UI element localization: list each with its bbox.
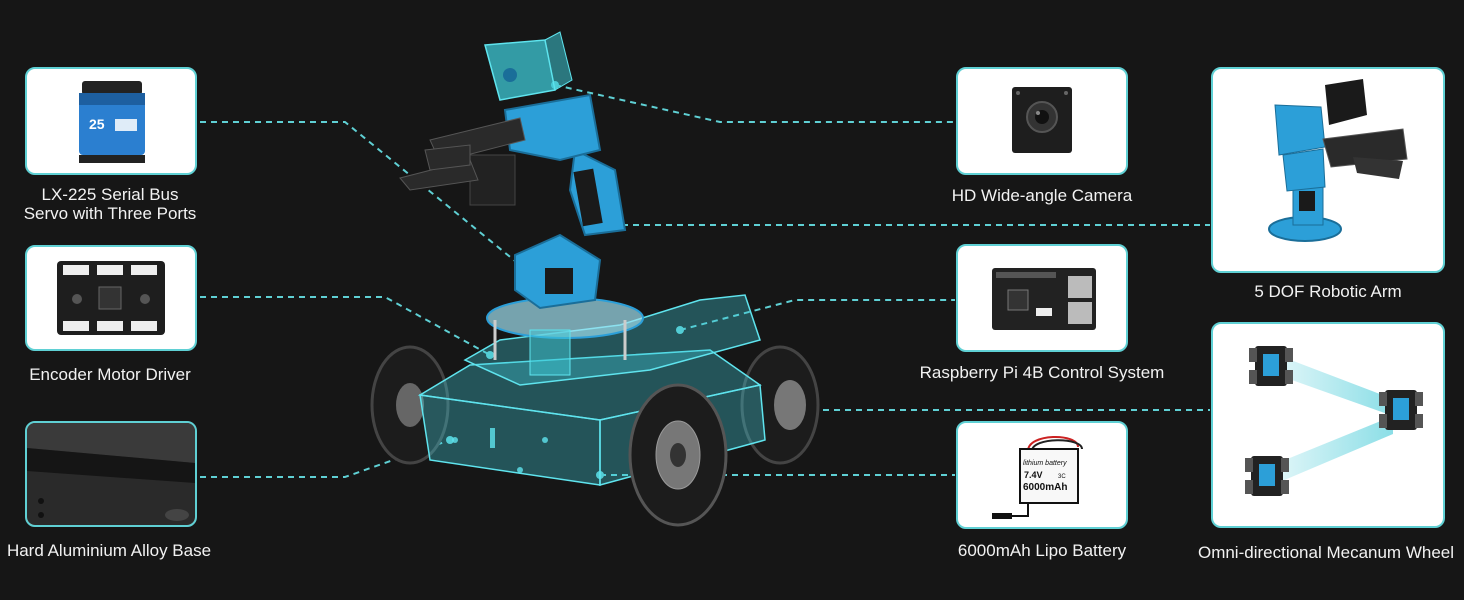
raspberry-pi-board-icon [992, 268, 1096, 330]
wheel-label: Omni-directional Mecanum Wheel [1197, 543, 1455, 562]
battery-text-voltage: 7.4V [1024, 470, 1043, 480]
connector-servo [200, 121, 521, 266]
arm-label: 5 DOF Robotic Arm [1254, 282, 1402, 301]
motor-driver-label: Encoder Motor Driver [29, 365, 191, 384]
servo-badge-text: 25 [89, 116, 105, 132]
battery-text-type: lithium battery [1023, 460, 1067, 467]
wheel-rear-right [740, 345, 820, 465]
chassis-slot [490, 428, 495, 448]
arm-camera-mount [484, 31, 573, 101]
connector-base [200, 439, 451, 478]
robotic-arm-icon [1268, 79, 1408, 242]
motor-driver-board-icon [57, 261, 165, 335]
battery-label: 6000mAh Lipo Battery [957, 541, 1127, 560]
connector-raspberry [679, 299, 955, 331]
battery-icon: lithium battery 7.4V 3C 6000mAh [992, 436, 1083, 519]
battery-text-rate: 3C [1058, 474, 1066, 480]
robotic-arm [399, 31, 627, 310]
gripper [399, 117, 526, 191]
servo-label: LX-225 Serial Bus Servo with Three Ports [23, 185, 197, 223]
connector-motor-driver [200, 296, 491, 356]
raspberry-label: Raspberry Pi 4B Control System [919, 363, 1165, 382]
connector-camera [554, 84, 955, 123]
raspberry-card [956, 244, 1128, 352]
mecanum-motion-icon [1245, 346, 1423, 496]
base-card [25, 421, 197, 527]
servo-icon: 25 [79, 81, 145, 163]
camera-label: HD Wide-angle Camera [951, 186, 1133, 205]
camera-card [956, 67, 1128, 175]
wheel-rear-left [370, 345, 450, 465]
motor-driver-card [25, 245, 197, 351]
base-label: Hard Aluminium Alloy Base [6, 541, 212, 560]
arm-card [1211, 67, 1445, 273]
aluminium-base-icon [27, 423, 195, 525]
wheel-card [1211, 322, 1445, 528]
servo-card: 25 [25, 67, 197, 175]
battery-text-capacity: 6000mAh [1023, 482, 1067, 493]
camera-icon [1012, 87, 1072, 153]
wheel-front-left [628, 383, 728, 527]
battery-card: lithium battery 7.4V 3C 6000mAh [956, 421, 1128, 529]
